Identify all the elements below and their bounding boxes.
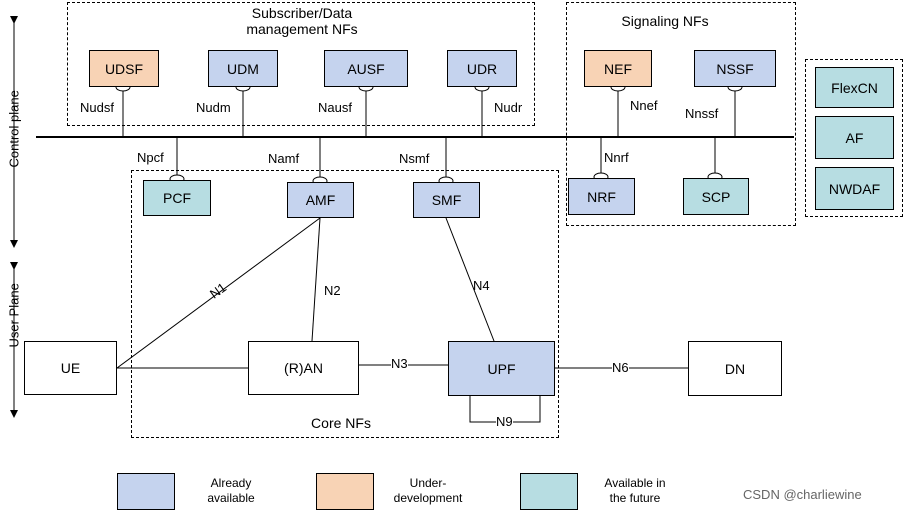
label-n4: N4	[473, 278, 490, 293]
nf-nwdaf: NWDAF	[815, 167, 894, 210]
signaling-group-title: Signaling NFs	[621, 13, 709, 29]
nf-flexcn: FlexCN	[815, 67, 894, 108]
label-nudsf: Nudsf	[80, 100, 114, 115]
label-n3: N3	[391, 356, 408, 371]
watermark: CSDN @charliewine	[743, 487, 862, 502]
subscriber-group	[67, 2, 535, 126]
nf-udm: UDM	[208, 50, 278, 87]
label-npcf: Npcf	[137, 150, 164, 165]
label-nnssf: Nnssf	[685, 106, 719, 121]
label-n6: N6	[612, 360, 629, 375]
nf-pcf: PCF	[143, 180, 211, 216]
label-nnef: Nnef	[630, 98, 658, 113]
legend-swatch-under	[316, 473, 374, 510]
legend-text-already: Already available	[207, 476, 255, 505]
label-nnrf: Nnrf	[604, 150, 629, 165]
subscriber-group-title: Subscriber/Data management NFs	[246, 5, 358, 37]
core-group	[131, 170, 559, 438]
legend-swatch-future	[520, 473, 578, 510]
node-dn: DN	[688, 341, 782, 396]
nf-udsf: UDSF	[89, 50, 159, 87]
nf-ausf: AUSF	[324, 50, 408, 87]
signaling-group	[566, 2, 796, 226]
future-nf-group	[805, 59, 903, 217]
core-group-title: Core NFs	[311, 415, 371, 431]
link-n4	[445, 217, 495, 342]
node-ran: (R)AN	[248, 341, 359, 395]
nf-amf: AMF	[287, 182, 354, 218]
nf-nef: NEF	[584, 50, 652, 87]
user-plane-label: User Plane	[6, 283, 22, 348]
nf-udr: UDR	[447, 50, 517, 87]
nf-smf: SMF	[413, 182, 480, 218]
legend-text-future: Available in the future	[604, 476, 666, 505]
control-plane-label: Control plane	[6, 90, 22, 168]
link-n1	[116, 217, 321, 369]
link-n2	[311, 217, 321, 342]
label-n9: N9	[496, 414, 513, 429]
label-nudr: Nudr	[494, 100, 523, 115]
label-namf: Namf	[268, 151, 300, 166]
nf-nssf: NSSF	[694, 50, 776, 87]
label-nsmf: Nsmf	[399, 151, 430, 166]
nf-af: AF	[815, 116, 894, 159]
node-upf: UPF	[448, 341, 555, 396]
nf-nrf: NRF	[568, 178, 635, 215]
nf-scp: SCP	[683, 178, 749, 215]
label-nausf: Nausf	[318, 100, 352, 115]
label-n2: N2	[324, 283, 341, 298]
label-nudm: Nudm	[196, 100, 231, 115]
legend-text-under: Under- development	[393, 476, 463, 505]
legend-swatch-already	[117, 473, 175, 510]
node-ue: UE	[24, 341, 117, 395]
